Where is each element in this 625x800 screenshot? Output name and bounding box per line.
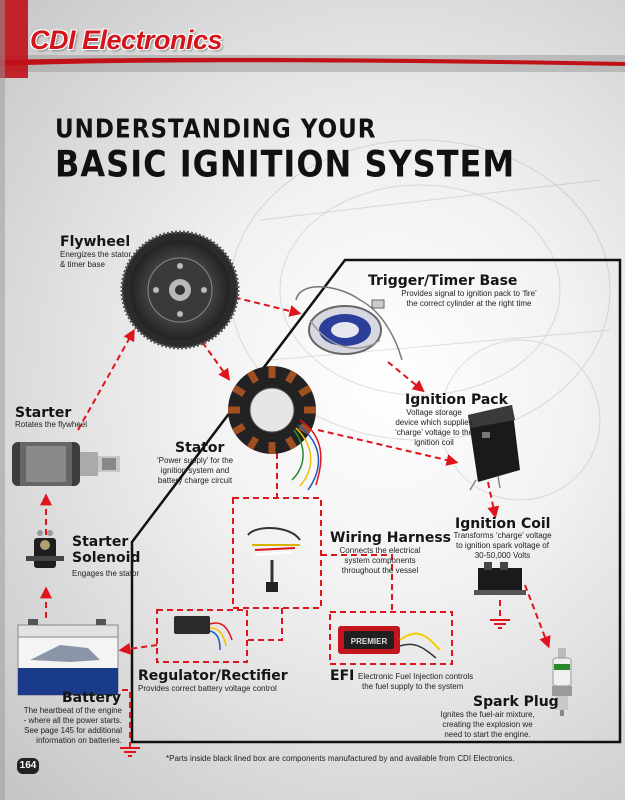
battery-description: The heartbeat of the engine - where all …	[10, 706, 122, 746]
starter-desc-line: Rotates the flywheel	[15, 420, 88, 429]
ignition-pack-desc-line: ignition coil	[414, 438, 454, 447]
regulator-description: Provides correct battery voltage control	[138, 684, 277, 694]
starter-description: Rotates the flywheel	[15, 420, 87, 430]
ignition-coil-heading: Ignition Coil	[455, 516, 551, 532]
page-number: 164	[17, 758, 39, 774]
wiring-harness-heading: Wiring Harness	[330, 530, 452, 546]
flywheel-desc-line: Energizes the stator	[60, 250, 132, 259]
ignition-pack-desc-line: device which supplies	[395, 418, 473, 427]
ground-icon-battery	[120, 747, 140, 757]
stator-heading: Stator	[175, 440, 225, 456]
efi-heading: EFI	[330, 668, 355, 684]
starter-image	[12, 442, 120, 486]
stator-desc-line: ignition system and	[160, 466, 230, 475]
wiring-harness-desc-line: system components	[344, 556, 416, 565]
ignition-pack-image	[468, 405, 520, 491]
battery-desc-line: information on batteries.	[36, 736, 122, 745]
wiring-harness-image	[247, 527, 301, 592]
flywheel-heading: Flywheel	[60, 234, 131, 250]
arrow-pack-to-coil	[487, 481, 500, 519]
arrow-coil-to-plug	[524, 584, 551, 649]
trigger-desc-line: Provides signal to ignition pack to ‘fir…	[401, 289, 537, 298]
starter-solenoid-description: Engages the stator	[72, 569, 139, 579]
spark-plug-description: Ignites the fuel-air mixture, creating t…	[420, 710, 555, 740]
page-title-line2: BASIC IGNITION SYSTEM	[55, 142, 516, 186]
battery-image	[17, 619, 119, 696]
trigger-heading: Trigger/Timer Base	[368, 273, 518, 289]
stator-desc-line: ‘Power supply’ for the	[156, 456, 234, 465]
ignition-pack-description: Voltage storage device which supplies ‘c…	[380, 408, 488, 448]
footnote: *Parts inside black lined box are compon…	[166, 754, 515, 763]
trigger-desc-line: the correct cylinder at the right time	[406, 299, 532, 308]
battery-desc-line: The heartbeat of the engine	[23, 706, 122, 715]
spark-plug-heading: Spark Plug	[473, 694, 559, 710]
stator-description: ‘Power supply’ for the ignition system a…	[150, 456, 240, 486]
regulator-image	[174, 616, 233, 651]
battery-desc-line: See page 145 for additional	[24, 726, 122, 735]
cdi-components-box	[130, 258, 622, 744]
arrow-trigger-to-pack	[387, 361, 425, 393]
flywheel-desc-line: & timer base	[60, 260, 105, 269]
ignition-coil-desc-line: Transforms ‘charge’ voltage	[453, 531, 552, 540]
spark-plug-desc-line: Ignites the fuel-air mixture,	[440, 710, 535, 719]
ignition-pack-desc-line: Voltage storage	[406, 408, 462, 417]
stator-desc-line: battery charge circuit	[157, 476, 233, 485]
efi-brand-text: PREMIER	[351, 637, 388, 646]
arrow-stator-to-pack	[317, 429, 459, 466]
ground-icon-coil	[490, 619, 510, 629]
trigger-image	[295, 286, 403, 361]
efi-description: Electronic Fuel Injection controls the f…	[358, 672, 473, 692]
starter-heading: Starter	[15, 405, 72, 421]
wiring-harness-description: Connects the electrical system component…	[330, 546, 430, 576]
efi-image: PREMIER	[338, 626, 441, 659]
starter-solenoid-heading-line: Starter	[72, 534, 129, 550]
starter-solenoid-desc-line: Engages the stator	[72, 569, 140, 578]
trigger-description: Provides signal to ignition pack to ‘fir…	[388, 289, 550, 309]
starter-solenoid-heading-line: Solenoid	[72, 550, 141, 566]
ignition-coil-image	[474, 562, 526, 595]
ignition-coil-desc-line: 30-50,000 Volts	[474, 551, 531, 560]
stator-image	[228, 366, 322, 491]
regulator-dashed-box	[156, 609, 248, 663]
efi-desc-line: the fuel supply to the system	[362, 682, 464, 691]
brand-logo: CDI Electronics	[30, 25, 223, 55]
spark-plug-desc-line: creating the explosion we	[442, 720, 533, 729]
background-engine-watermark	[229, 139, 611, 501]
regulator-heading: Regulator/Rectifier	[138, 668, 288, 684]
regulator-desc-line: Provides correct battery voltage control	[138, 684, 277, 693]
page-title-line1: UNDERSTANDING YOUR	[55, 115, 377, 145]
flywheel-image	[120, 230, 240, 350]
connector-harness-to-regulator	[247, 608, 283, 641]
efi-dashed-box	[329, 611, 453, 665]
spark-plug-image	[552, 648, 572, 716]
ignition-pack-desc-line: ‘charge’ voltage to the	[395, 428, 473, 437]
wiring-harness-desc-line: Connects the electrical	[339, 546, 421, 555]
spark-plug-desc-line: need to start the engine.	[444, 730, 531, 739]
battery-desc-line: - where all the power starts.	[23, 716, 122, 725]
arrow-regulator-to-battery	[118, 642, 158, 655]
flywheel-description: Energizes the stator & timer base	[60, 250, 131, 270]
ignition-coil-desc-line: to ignition spark voltage of	[456, 541, 549, 550]
arrow-starter-to-flywheel	[77, 328, 135, 431]
starter-solenoid-image	[26, 530, 64, 568]
connector-harness-to-efi	[321, 554, 393, 612]
ignition-pack-heading: Ignition Pack	[405, 392, 508, 408]
battery-heading: Battery	[62, 690, 122, 706]
efi-desc-line: Electronic Fuel Injection controls	[358, 672, 474, 681]
starter-solenoid-heading: Starter Solenoid	[72, 534, 140, 566]
ignition-coil-description: Transforms ‘charge’ voltage to ignition …	[440, 531, 565, 561]
wiring-harness-desc-line: throughout the vessel	[341, 566, 419, 575]
